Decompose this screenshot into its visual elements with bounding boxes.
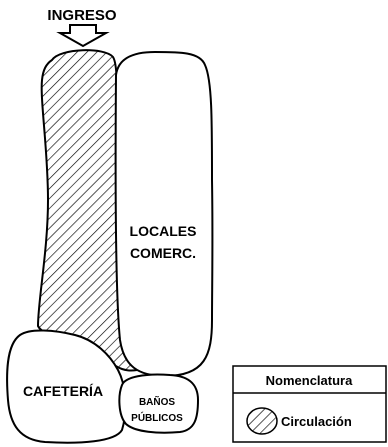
entrance-label: INGRESO <box>47 7 117 24</box>
banos-publicos-zone <box>118 373 200 434</box>
legend: Nomenclatura Circulación <box>232 365 387 443</box>
legend-item-label: Circulación <box>281 414 352 429</box>
cafeteria-zone <box>6 329 127 444</box>
locales-label-line1: LOCALES <box>130 223 197 239</box>
banos-label-line2: PÚBLICOS <box>131 411 183 424</box>
locales-comerciales-zone <box>114 50 214 378</box>
hatch-swatch-icon <box>246 407 278 435</box>
legend-title: Nomenclatura <box>266 373 353 388</box>
cafeteria-label: CAFETERÍA <box>23 383 103 399</box>
banos-label-line1: BAÑOS <box>139 395 175 408</box>
locales-label-line2: COMERC. <box>130 245 196 261</box>
entrance-arrow-icon <box>56 24 110 48</box>
